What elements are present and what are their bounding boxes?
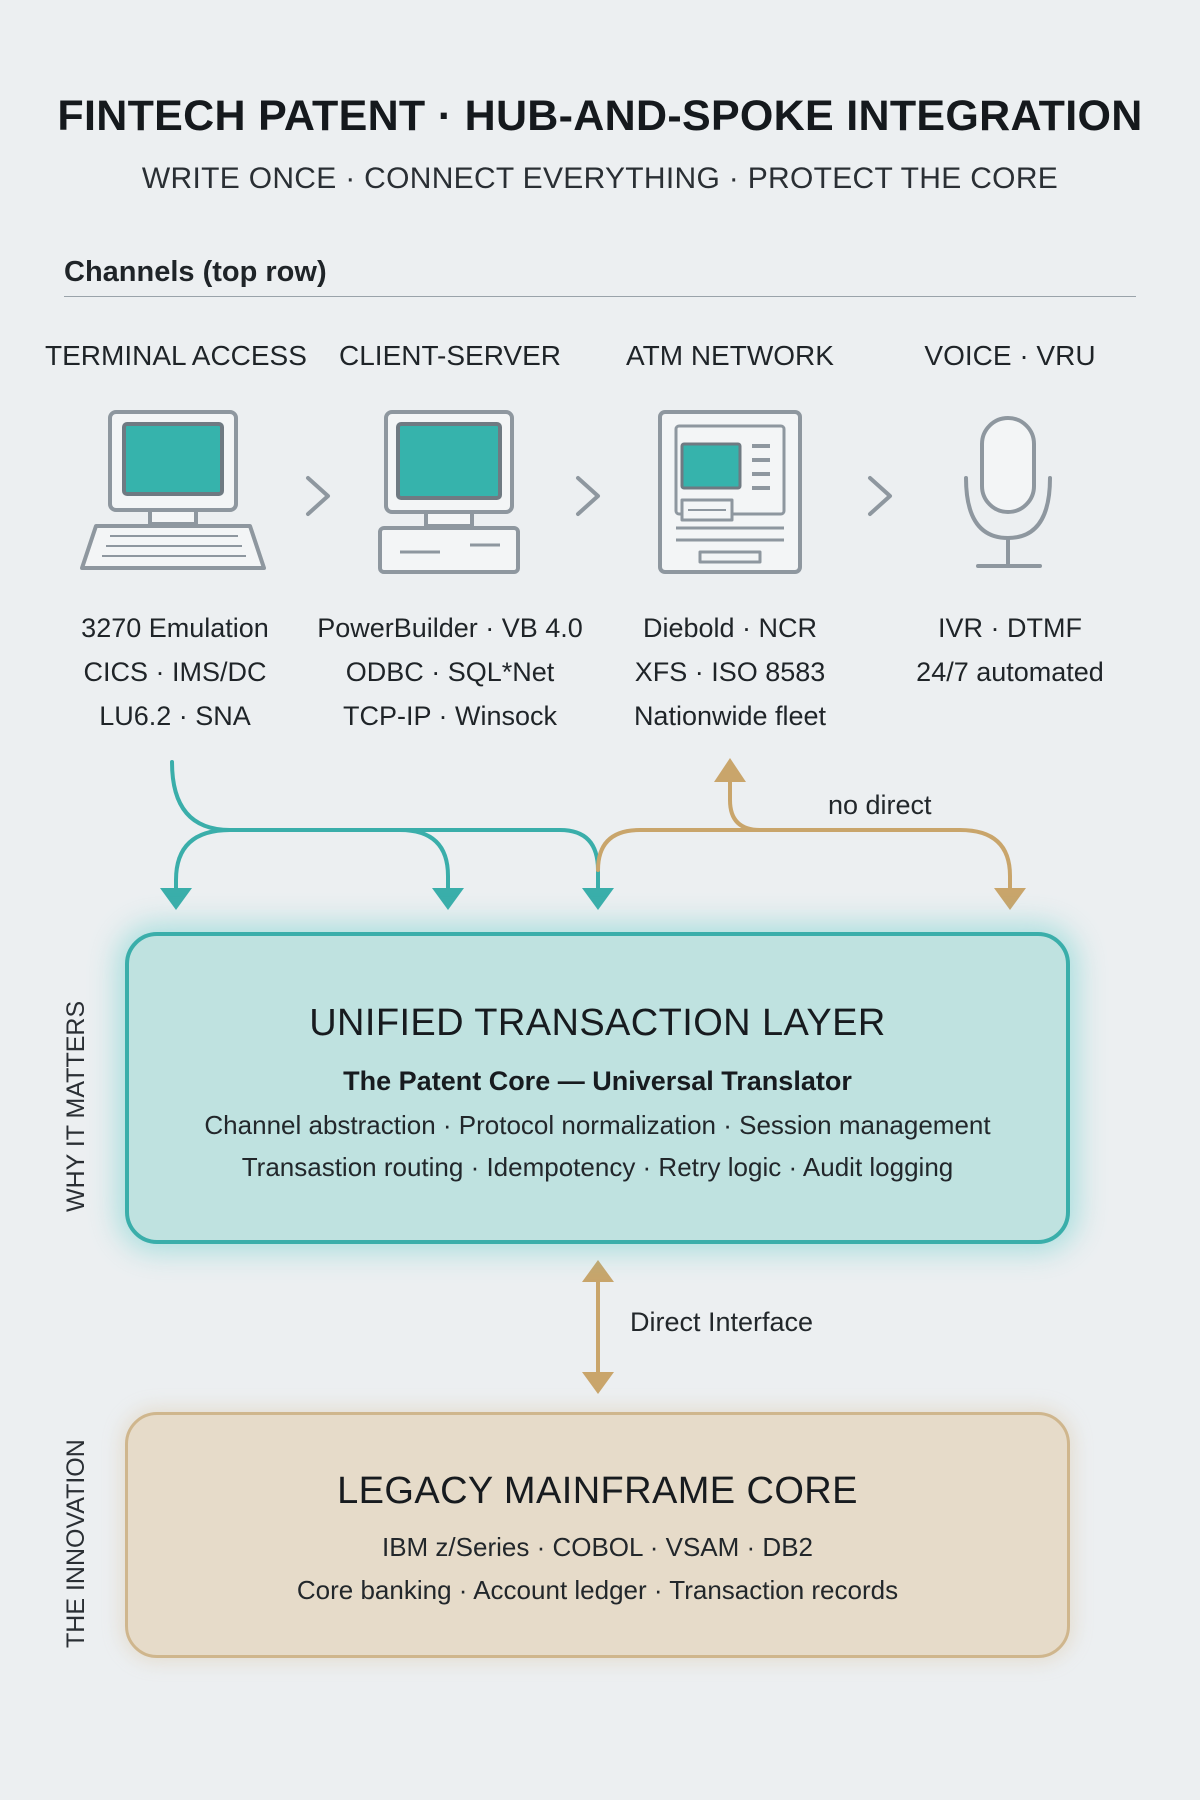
desktop-pc-icon <box>380 412 518 572</box>
channel-detail-line: ODBC · SQL*Net <box>305 650 595 694</box>
chevron-right-icon <box>870 478 890 514</box>
channel-detail-line: Diebold · NCR <box>600 606 860 650</box>
direct-interface-label: Direct Interface <box>630 1307 813 1338</box>
channel-details-atm: Diebold · NCR XFS · ISO 8583 Nationwide … <box>600 606 860 738</box>
channel-detail-line: CICS · IMS/DC <box>40 650 310 694</box>
teal-arrowheads <box>160 888 614 910</box>
channel-detail-line: IVR · DTMF <box>880 606 1140 650</box>
channel-details-client-server: PowerBuilder · VB 4.0 ODBC · SQL*Net TCP… <box>305 606 595 738</box>
core-detail-line: Core banking · Account ledger · Transact… <box>125 1575 1070 1606</box>
channel-detail-line: LU6.2 · SNA <box>40 694 310 738</box>
channel-detail-line: Nationwide fleet <box>600 694 860 738</box>
channel-detail-line: TCP-IP · Winsock <box>305 694 595 738</box>
chevron-right-icon <box>308 478 328 514</box>
channel-detail-line: XFS · ISO 8583 <box>600 650 860 694</box>
channel-detail-line: 3270 Emulation <box>40 606 310 650</box>
terminal-icon <box>82 412 264 568</box>
hub-title: UNIFIED TRANSACTION LAYER <box>125 1002 1070 1045</box>
hub-feature-line: Channel abstraction · Protocol normaliza… <box>125 1110 1070 1141</box>
side-label-why-it-matters: WHY IT MATTERS <box>62 1001 91 1212</box>
core-title: LEGACY MAINFRAME CORE <box>125 1470 1070 1513</box>
channel-detail-line: 24/7 automated <box>880 650 1140 694</box>
teal-flow-arrows <box>172 762 598 888</box>
tan-flow-arrows <box>598 782 1010 888</box>
chevron-right-icon <box>578 478 598 514</box>
microphone-icon <box>966 418 1050 566</box>
side-label-the-innovation: THE INNOVATION <box>62 1439 91 1648</box>
no-direct-label: no direct <box>828 790 932 821</box>
direct-interface-arrow <box>582 1260 614 1394</box>
channel-details-terminal: 3270 Emulation CICS · IMS/DC LU6.2 · SNA <box>40 606 310 738</box>
channel-detail-line: PowerBuilder · VB 4.0 <box>305 606 595 650</box>
hub-subtitle: The Patent Core — Universal Translator <box>125 1066 1070 1097</box>
channel-details-voice: IVR · DTMF 24/7 automated <box>880 606 1140 694</box>
atm-icon <box>660 412 800 572</box>
hub-feature-line: Transastion routing · Idempotency · Retr… <box>125 1152 1070 1183</box>
core-detail-line: IBM z/Series · COBOL · VSAM · DB2 <box>125 1532 1070 1563</box>
